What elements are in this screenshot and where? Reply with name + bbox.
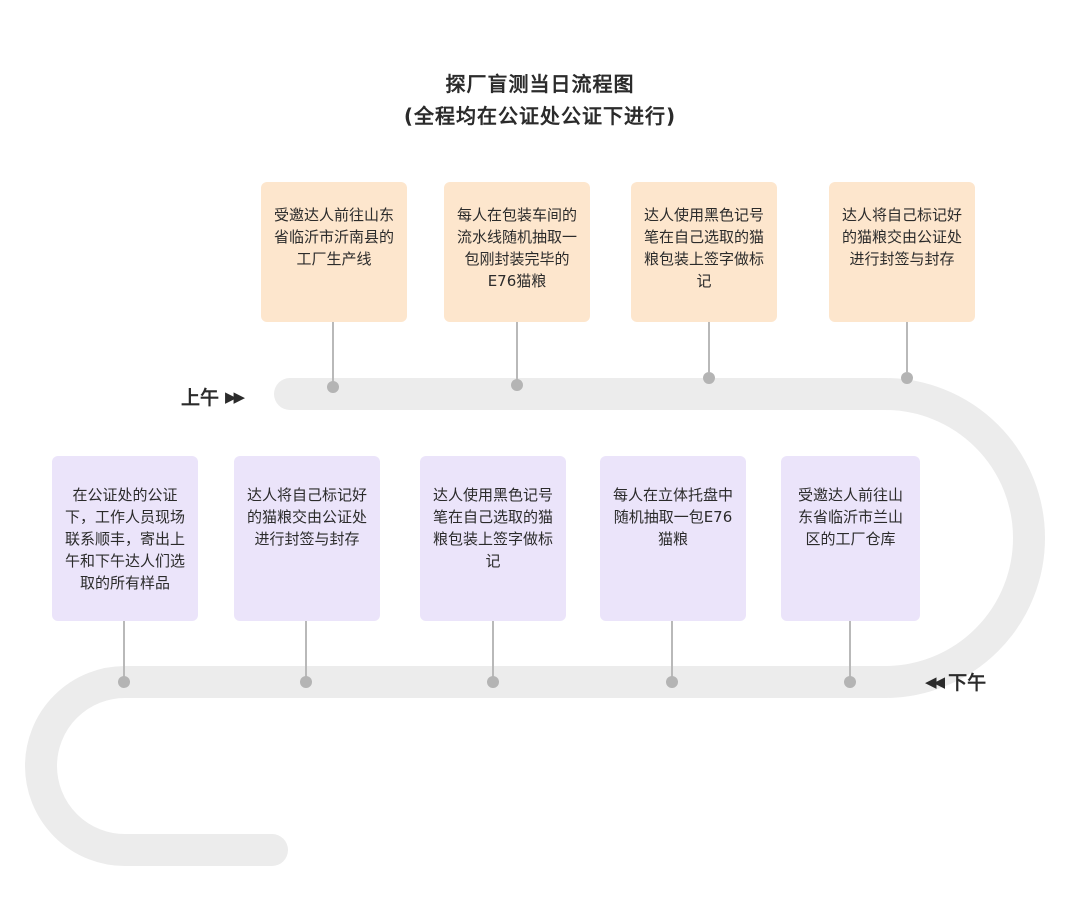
afternoon-step-1: 在公证处的公证下，工作人员现场联系顺丰，寄出上午和下午达人们选取的所有样品 (52, 456, 198, 621)
morning-dot-2 (511, 379, 523, 391)
morning-step-1-text: 受邀达人前往山东省临沂市沂南县的工厂生产线 (274, 206, 395, 268)
afternoon-dot-3 (487, 676, 499, 688)
afternoon-connector-5 (849, 621, 851, 677)
morning-dot-1 (327, 381, 339, 393)
afternoon-step-3-text: 达人使用黑色记号笔在自己选取的猫粮包装上签字做标记 (433, 486, 554, 570)
afternoon-step-3: 达人使用黑色记号笔在自己选取的猫粮包装上签字做标记 (420, 456, 566, 621)
afternoon-connector-1 (123, 621, 125, 677)
morning-dot-4 (901, 372, 913, 384)
afternoon-connector-4 (671, 621, 673, 677)
afternoon-dot-4 (666, 676, 678, 688)
afternoon-step-1-text: 在公证处的公证下，工作人员现场联系顺丰，寄出上午和下午达人们选取的所有样品 (65, 486, 186, 592)
diagram-title: 探厂盲测当日流程图 (445, 72, 635, 96)
morning-label-text: 上午 (181, 387, 220, 409)
morning-connector-4 (906, 322, 908, 372)
double-right-arrow-icon: ▶▶ (225, 387, 245, 406)
morning-connector-1 (332, 322, 334, 384)
afternoon-step-2: 达人将自己标记好的猫粮交由公证处进行封签与封存 (234, 456, 380, 621)
morning-step-4: 达人将自己标记好的猫粮交由公证处进行封签与封存 (829, 182, 975, 322)
morning-step-1: 受邀达人前往山东省临沂市沂南县的工厂生产线 (261, 182, 407, 322)
morning-step-3: 达人使用黑色记号笔在自己选取的猫粮包装上签字做标记 (631, 182, 777, 322)
morning-step-2-text: 每人在包装车间的流水线随机抽取一包刚封装完毕的E76猫粮 (457, 206, 578, 290)
afternoon-connector-3 (492, 621, 494, 677)
afternoon-dot-1 (118, 676, 130, 688)
diagram-subtitle: (全程均在公证处公证下进行) (403, 104, 677, 128)
afternoon-step-2-text: 达人将自己标记好的猫粮交由公证处进行封签与封存 (246, 486, 367, 548)
afternoon-step-5: 受邀达人前往山东省临沂市兰山区的工厂仓库 (781, 456, 920, 621)
afternoon-dot-2 (300, 676, 312, 688)
morning-connector-3 (708, 322, 710, 372)
afternoon-step-4: 每人在立体托盘中随机抽取一包E76猫粮 (600, 456, 746, 621)
afternoon-label-text: 下午 (948, 672, 987, 694)
afternoon-step-4-text: 每人在立体托盘中随机抽取一包E76猫粮 (613, 486, 734, 548)
afternoon-label: ◀◀ 下午 (925, 668, 986, 695)
morning-step-2: 每人在包装车间的流水线随机抽取一包刚封装完毕的E76猫粮 (444, 182, 590, 322)
morning-label: 上午 ▶▶ (181, 383, 245, 410)
morning-step-4-text: 达人将自己标记好的猫粮交由公证处进行封签与封存 (841, 206, 962, 268)
afternoon-dot-5 (844, 676, 856, 688)
afternoon-step-5-text: 受邀达人前往山东省临沂市兰山区的工厂仓库 (797, 486, 903, 548)
afternoon-connector-2 (305, 621, 307, 677)
double-left-arrow-icon: ◀◀ (925, 672, 945, 691)
morning-dot-3 (703, 372, 715, 384)
morning-connector-2 (516, 322, 518, 384)
morning-step-3-text: 达人使用黑色记号笔在自己选取的猫粮包装上签字做标记 (644, 206, 765, 290)
